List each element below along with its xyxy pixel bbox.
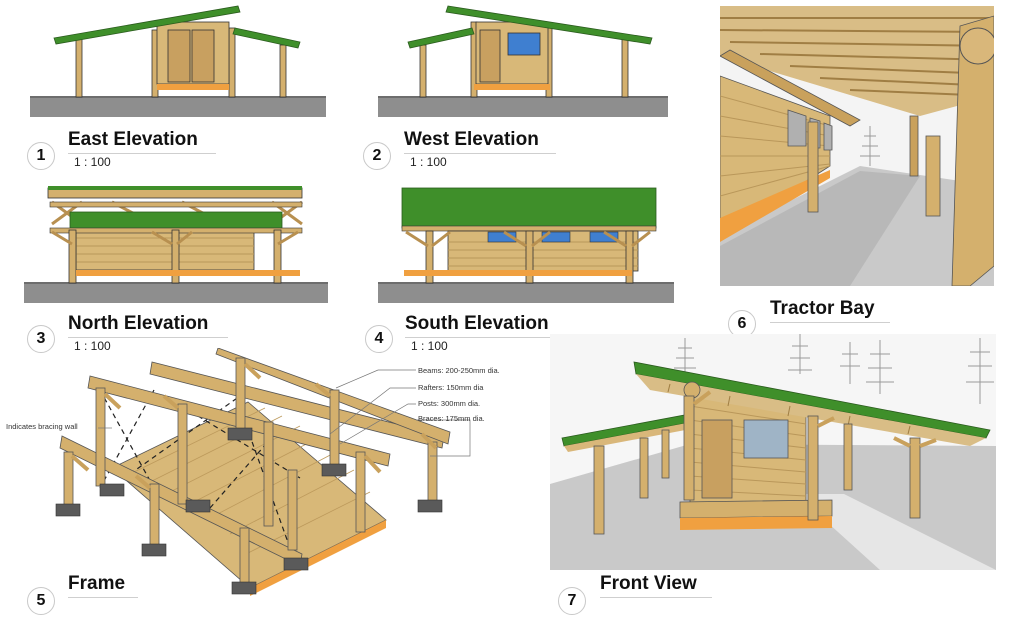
south-elevation-drawing <box>376 180 676 306</box>
view-number: 2 <box>363 142 391 170</box>
view-scale: 1 : 100 <box>74 339 111 353</box>
rafters-note: Rafters: 150mm dia <box>418 383 484 392</box>
tractor-bay-render <box>720 6 994 286</box>
view-number: 5 <box>27 587 55 615</box>
view-title: East Elevation <box>68 129 216 154</box>
view-scale: 1 : 100 <box>411 339 448 353</box>
view-title: Front View <box>600 573 712 598</box>
view-title: North Elevation <box>68 313 228 338</box>
frame-drawing <box>0 348 560 598</box>
view-title: West Elevation <box>404 129 556 154</box>
view-number: 3 <box>27 325 55 353</box>
view-title: Frame <box>68 573 138 598</box>
view-number: 1 <box>27 142 55 170</box>
front-view-render <box>550 334 996 570</box>
beams-note: Beams: 200-250mm dia. <box>418 366 500 375</box>
braces-note: Braces: 175mm dia. <box>418 414 485 423</box>
posts-note: Posts: 300mm dia. <box>418 399 481 408</box>
view-number: 7 <box>558 587 586 615</box>
west-elevation-drawing <box>374 0 674 122</box>
view-title: Tractor Bay <box>770 298 890 323</box>
bracing-note: Indicates bracing wall <box>6 422 78 431</box>
view-scale: 1 : 100 <box>74 155 111 169</box>
east-elevation-drawing <box>30 0 330 122</box>
view-scale: 1 : 100 <box>410 155 447 169</box>
view-title: South Elevation <box>405 313 567 338</box>
view-number: 4 <box>365 325 393 353</box>
north-elevation-drawing <box>22 180 332 306</box>
